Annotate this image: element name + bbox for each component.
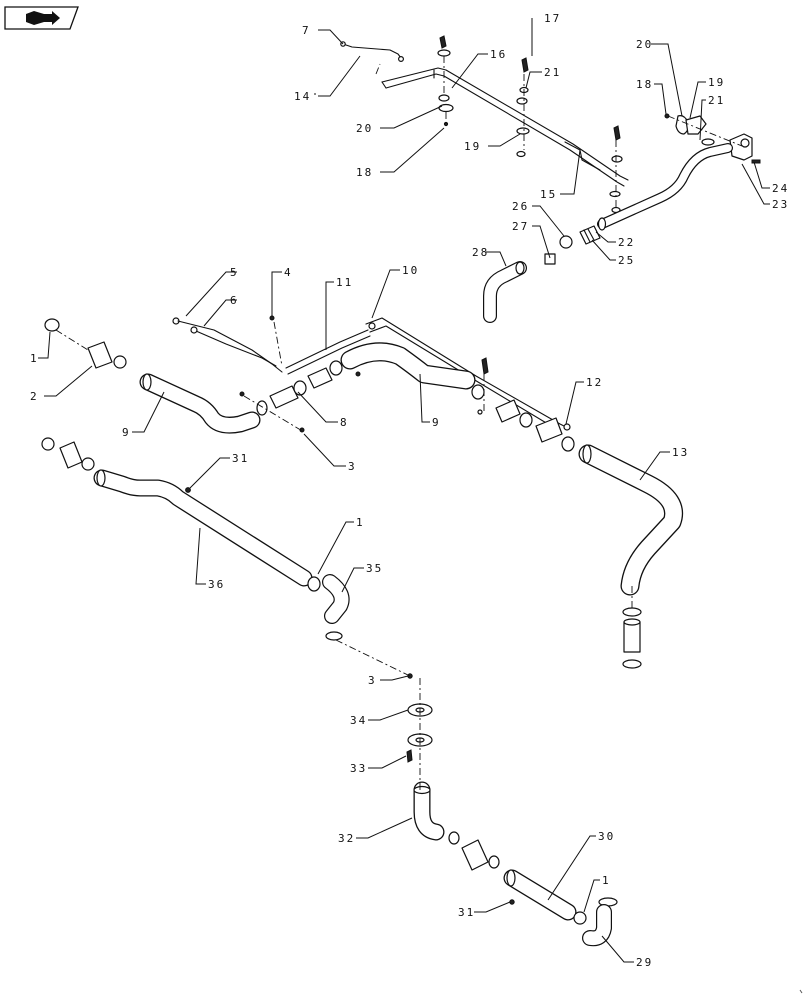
book-arrow-icon[interactable] <box>4 6 79 30</box>
hose-9-right <box>340 342 476 390</box>
callout-18: 18 <box>636 78 653 91</box>
coupling-group-30 <box>448 831 500 871</box>
callout-33: 33 <box>350 762 367 775</box>
callout-9: 9 <box>122 426 131 439</box>
callout-9: 9 <box>432 416 441 429</box>
callout-16: 16 <box>490 48 507 61</box>
callout-3: 3 <box>368 674 377 687</box>
flange-34 <box>406 673 433 763</box>
centerlines <box>55 56 743 790</box>
hose-9-left <box>139 373 261 434</box>
callout-32: 32 <box>338 832 355 845</box>
callout-10: 10 <box>402 264 419 277</box>
leader-lines <box>38 18 770 963</box>
callout-26: 26 <box>512 200 529 213</box>
callout-20: 20 <box>356 122 373 135</box>
callout-1: 1 <box>30 352 39 365</box>
callout-4: 4 <box>284 266 293 279</box>
washer-26 <box>559 235 573 249</box>
callout-18: 18 <box>356 166 373 179</box>
callout-20: 20 <box>636 38 653 51</box>
callout-13: 13 <box>672 446 689 459</box>
callout-8: 8 <box>340 416 349 429</box>
callout-31: 31 <box>232 452 249 465</box>
coupling-group-12 <box>471 357 575 452</box>
brake-lines-5-6 <box>172 317 283 373</box>
clamp-hardware-right <box>664 113 761 164</box>
callout-21: 21 <box>544 66 561 79</box>
clamp-coupling-left <box>44 318 127 369</box>
callout-6: 6 <box>230 294 239 307</box>
callout-1: 1 <box>602 874 611 887</box>
tube-22 <box>597 143 733 231</box>
coupling-group-8 <box>239 315 361 433</box>
elbow-hose-28 <box>483 261 527 323</box>
callout-2: 2 <box>30 390 39 403</box>
callout-27: 27 <box>512 220 529 233</box>
hose-30 <box>503 869 577 921</box>
callout-14: 14 <box>294 90 311 103</box>
hose-13 <box>578 444 683 596</box>
callout-labels: 7 14 16 17 21 20 18 19 15 20 18 19 21 24… <box>30 12 789 969</box>
callout-24: 24 <box>772 182 789 195</box>
callout-30: 30 <box>598 830 615 843</box>
callout-19: 19 <box>708 76 725 89</box>
callout-11: 11 <box>336 276 353 289</box>
callout-17: 17 <box>544 12 561 25</box>
spacer-27 <box>544 253 556 265</box>
callout-3: 3 <box>348 460 357 473</box>
callout-12: 12 <box>586 376 603 389</box>
callout-23: 23 <box>772 198 789 211</box>
fitting-25 <box>579 225 601 245</box>
brake-line-11 <box>285 329 371 375</box>
callout-5: 5 <box>230 266 239 279</box>
elbow-35 <box>307 574 350 641</box>
callout-34: 34 <box>350 714 367 727</box>
elbow-32 <box>413 781 445 841</box>
elbow-29 <box>573 897 618 947</box>
callout-28: 28 <box>472 246 489 259</box>
corner-mark <box>799 989 803 994</box>
callout-19: 19 <box>464 140 481 153</box>
brake-line-10 <box>365 317 571 431</box>
callout-31: 31 <box>458 906 475 919</box>
callout-25: 25 <box>618 254 635 267</box>
callout-21: 21 <box>708 94 725 107</box>
tube-assembly-16 <box>381 67 629 187</box>
callout-15: 15 <box>540 188 557 201</box>
callout-1: 1 <box>356 516 365 529</box>
clamp-hardware-upper <box>437 35 623 214</box>
brake-line-14 <box>340 41 405 62</box>
callout-7: 7 <box>302 24 311 37</box>
callout-36: 36 <box>208 578 225 591</box>
callout-35: 35 <box>366 562 383 575</box>
hose-36 <box>93 469 313 587</box>
coupling-13-lower <box>622 607 642 669</box>
callout-29: 29 <box>636 956 653 969</box>
clamp-group-36 <box>41 437 95 471</box>
callout-22: 22 <box>618 236 635 249</box>
